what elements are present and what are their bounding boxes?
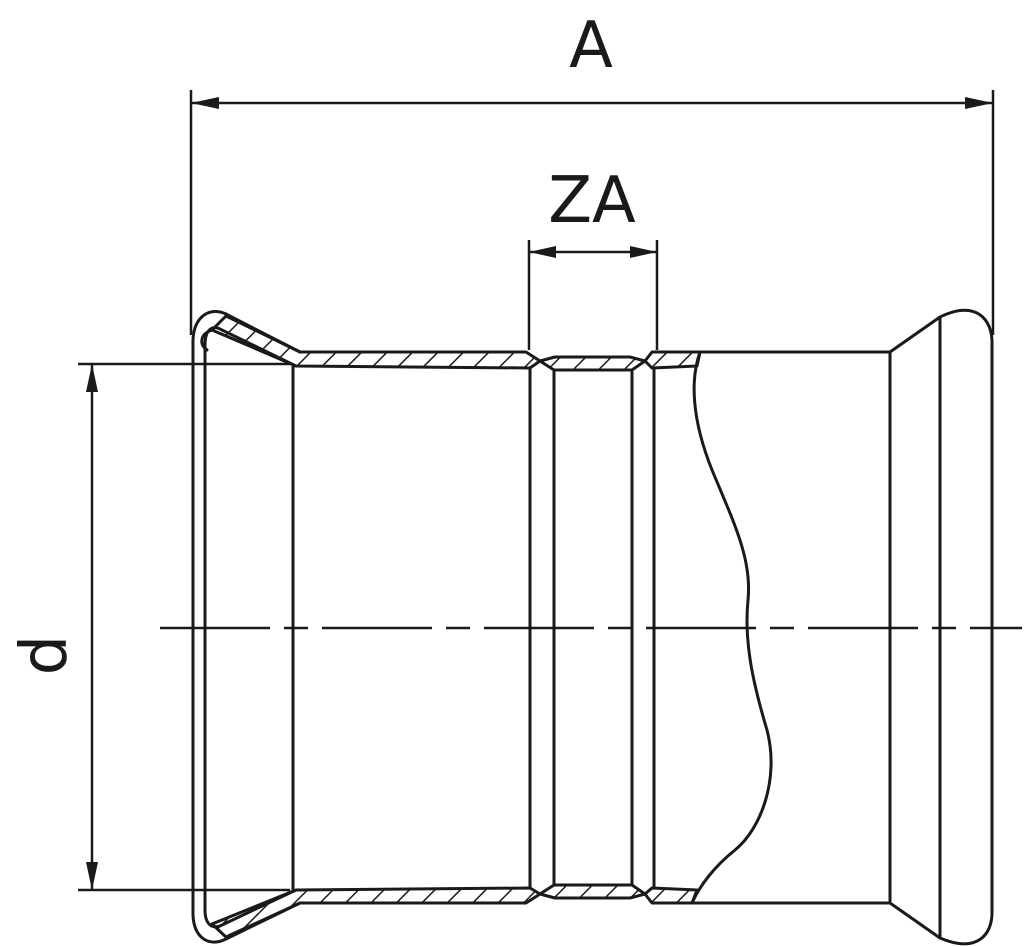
hatched-wall-top-middle [538,355,647,372]
dimension-label-za: ZA [548,164,636,238]
dimension-label-d: d [8,635,82,676]
hatched-wall-bottom-right [643,886,699,905]
arrowhead-a-left [191,97,219,109]
dimension-za: ZA [527,164,659,350]
coupling-body [191,308,994,946]
arrowhead-za-right [630,246,657,258]
arrowhead-d-top [86,364,98,392]
dimension-d: d [8,362,290,892]
dimension-a: A [189,9,995,335]
hatched-wall-bottom-left [210,886,542,939]
left-socket-bead-top [200,328,214,352]
dimension-label-a: A [569,9,613,83]
arrowhead-d-bottom [86,862,98,890]
arrowhead-a-right [965,97,993,109]
hatched-wall-top-left [210,314,542,370]
arrowhead-za-left [529,246,556,258]
break-line [690,350,773,905]
hatched-wall-top-right [643,350,702,370]
hatched-wall-bottom-middle [538,883,647,900]
